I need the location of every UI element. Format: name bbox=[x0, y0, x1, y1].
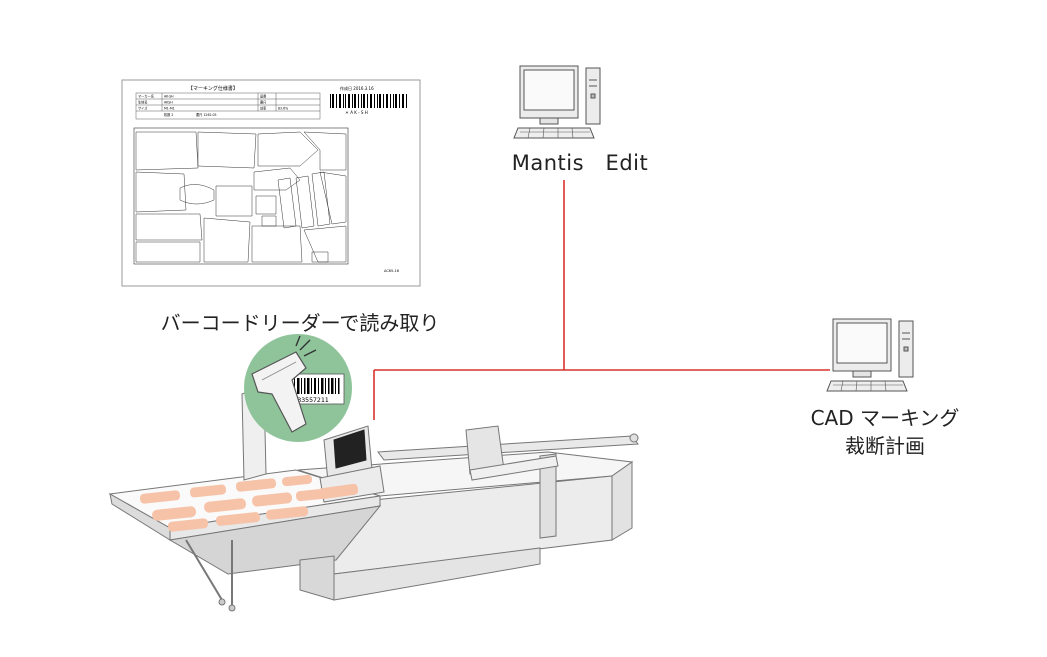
sheet-field: 83.6% bbox=[278, 107, 288, 111]
cutting-plan-line: 裁断計画 bbox=[845, 434, 925, 458]
sheet-field: 生地名 bbox=[138, 100, 148, 105]
sheet-field: 要尺 1262.05 bbox=[196, 112, 217, 117]
sheet-field: AK-SH bbox=[164, 95, 174, 99]
computer-icon bbox=[513, 65, 601, 139]
sheet-date: 作成日 2016.3.16 bbox=[340, 85, 374, 91]
sheet-field: M1-M1 bbox=[164, 107, 175, 111]
sheet-field: AKSH bbox=[164, 101, 173, 105]
cad-marking-label: CAD マーキング 裁断計画 bbox=[790, 404, 980, 460]
sheet-field: サイズ bbox=[138, 106, 148, 111]
sheet-field: 枚数 2 bbox=[164, 112, 173, 117]
computer-icon bbox=[826, 318, 914, 392]
sheet-field: 要尺 bbox=[260, 100, 267, 105]
sheet-field: 品番 bbox=[260, 94, 267, 99]
sheet-barcode-caption: ＊ A K - S H bbox=[345, 110, 368, 115]
sheet-title: 【マーキング仕様書】 bbox=[188, 85, 238, 92]
sheet-field: マーカー名 bbox=[138, 94, 154, 99]
cad-marking-line: CAD マーキング bbox=[810, 406, 960, 430]
sheet-footer: AC65-16 bbox=[384, 269, 399, 273]
sheet-field: 効率 bbox=[260, 106, 267, 111]
scanner-barcode-number: 33557211 bbox=[297, 396, 328, 404]
sheet-barcode bbox=[330, 94, 407, 108]
mantis-edit-label: Mantis Edit bbox=[511, 151, 649, 175]
barcode-reading-label: バーコードリーダーで読み取り bbox=[160, 311, 440, 335]
marker-pattern-pieces bbox=[135, 131, 347, 263]
barcode-scanner-icon: 33557211 bbox=[244, 334, 352, 442]
fabric-pieces bbox=[139, 474, 359, 532]
network-connector bbox=[373, 180, 830, 420]
marker-sheet: 【マーキング仕様書】 作成日 2016.3.16 マーカー名 AK-SH 品番 … bbox=[121, 79, 421, 287]
